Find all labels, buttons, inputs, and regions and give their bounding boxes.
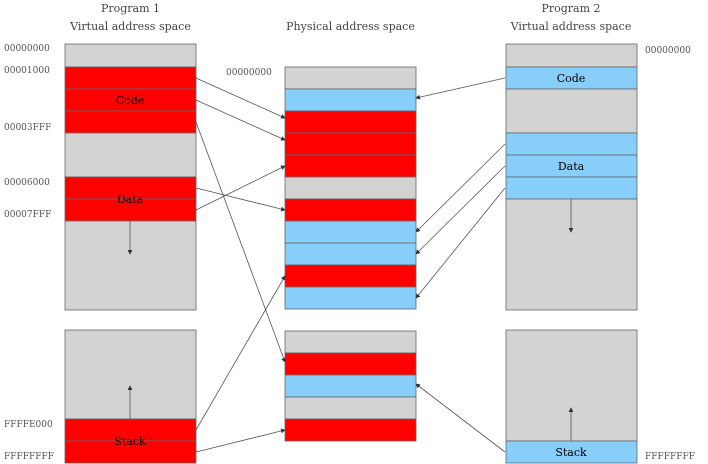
- mapping-arrow: [195, 428, 286, 453]
- mapping-arrow: [415, 77, 506, 100]
- mapping-arrow: [415, 165, 506, 255]
- phys-free: [284, 66, 417, 90]
- mapping-arrow: [195, 275, 286, 431]
- p2-code-label: Code: [557, 72, 586, 85]
- phys-free: [284, 176, 417, 200]
- p2-page: [505, 176, 638, 200]
- p2-addr: FFFFFFFF: [645, 452, 695, 462]
- mapping-arrow: [415, 143, 506, 233]
- p2-free: [505, 88, 638, 134]
- p2-page: [505, 440, 638, 464]
- phys-page: [284, 198, 417, 222]
- p1-addr: 00007FFF: [4, 210, 52, 220]
- phys-page: [284, 242, 417, 266]
- program1-subtitle: Virtual address space: [70, 20, 191, 33]
- mapping-arrow: [195, 99, 286, 141]
- p1-free: [64, 132, 197, 178]
- phys-page: [284, 88, 417, 112]
- p2-page: [505, 132, 638, 156]
- physical-addr: 00000000: [226, 68, 272, 78]
- p1-data-label: Data: [117, 193, 144, 206]
- mapping-arrow: [195, 121, 286, 363]
- p1-free: [64, 220, 197, 311]
- phys-page: [284, 264, 417, 288]
- p2-free: [505, 198, 638, 311]
- phys-page: [284, 418, 417, 442]
- phys-page: [284, 132, 417, 156]
- mapping-arrow: [415, 383, 506, 453]
- mapping-arrow: [195, 187, 286, 212]
- p1-stack-label: Stack: [114, 435, 146, 448]
- p2-free: [505, 43, 638, 68]
- phys-free: [284, 330, 417, 354]
- p1-addr: 00001000: [4, 66, 50, 76]
- mapping-arrow: [415, 187, 506, 299]
- phys-page: [284, 286, 417, 310]
- program2-subtitle: Virtual address space: [510, 20, 632, 33]
- p1-code-label: Code: [116, 94, 145, 107]
- p1-addr: FFFFE000: [4, 420, 53, 430]
- mapping-arrow: [195, 165, 286, 211]
- program1-title: Program 1: [100, 2, 161, 15]
- p2-stack-label: Stack: [555, 446, 587, 459]
- program2-title: Program 2: [541, 2, 601, 15]
- phys-page: [284, 154, 417, 178]
- p1-addr: FFFFFFFF: [4, 452, 54, 462]
- mapping-arrow: [195, 77, 286, 119]
- phys-free: [284, 396, 417, 420]
- p1-free: [64, 329, 197, 420]
- phys-page: [284, 110, 417, 134]
- p2-addr: 00000000: [645, 46, 691, 56]
- p1-addr: 00003FFF: [4, 123, 52, 133]
- phys-page: [284, 352, 417, 376]
- phys-page: [284, 374, 417, 398]
- p1-addr: 00006000: [4, 178, 50, 188]
- p2-data-label: Data: [558, 160, 585, 173]
- p1-free: [64, 43, 197, 68]
- p2-free: [505, 329, 638, 442]
- phys-page: [284, 220, 417, 244]
- p1-page: [64, 110, 197, 134]
- p1-addr: 00000000: [4, 44, 50, 54]
- physical-title: Physical address space: [286, 20, 415, 33]
- p1-page: [64, 66, 197, 90]
